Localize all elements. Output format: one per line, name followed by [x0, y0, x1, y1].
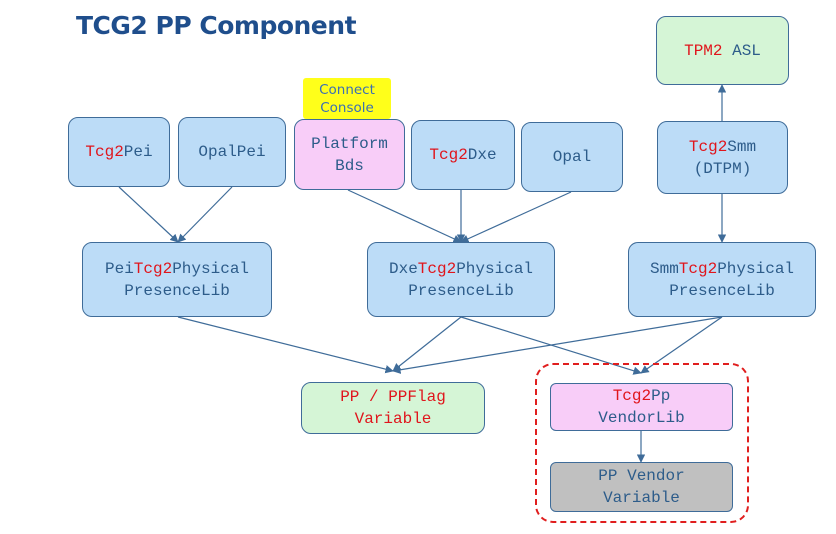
edge-smmlib-ppvar	[392, 316, 723, 374]
edge-tcg2pei-peilib	[118, 186, 179, 243]
node-tpm2asl: TPM2 ASL	[656, 16, 789, 85]
edge-peilib-ppvar	[177, 316, 394, 374]
edge-platformbds-dxelib	[347, 189, 462, 243]
node-opal: Opal	[521, 122, 623, 192]
node-opalpei: OpalPei	[178, 117, 286, 187]
edge-dxelib-ppvar	[392, 316, 462, 372]
diagram-title: TCG2 PP Component	[76, 11, 357, 40]
node-tcg2pei: Tcg2Pei	[68, 117, 170, 187]
vendor-group-outline	[535, 363, 749, 523]
node-tcg2dxe: Tcg2Dxe	[411, 120, 515, 190]
edge-opal-dxelib	[460, 191, 572, 243]
node-tcg2smm: Tcg2Smm(DTPM)	[657, 121, 788, 194]
edge-opalpei-peilib	[177, 186, 233, 243]
